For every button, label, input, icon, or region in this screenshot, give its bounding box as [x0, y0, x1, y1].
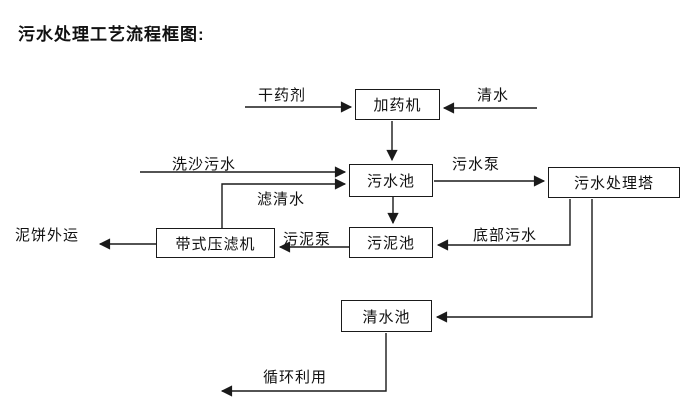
node-sewage-treat-tower: 污水处理塔	[548, 167, 680, 198]
edge-filtered-water-arrow	[221, 178, 347, 228]
node-clean-water-pool: 清水池	[341, 300, 432, 332]
label-sewage-pump: 污水泵	[452, 156, 501, 173]
node-dosing-machine: 加药机	[355, 89, 440, 120]
label-clean-water-in: 清水	[477, 87, 510, 104]
label-mud-cake-out: 泥饼外运	[15, 227, 80, 244]
node-sewage-pool: 污水池	[349, 164, 433, 197]
edge-recycle-arrow	[220, 333, 387, 397]
label-bottom-sewage: 底部污水	[473, 227, 538, 244]
label-dry-chemical: 干药剂	[258, 87, 307, 104]
label-filtered-water: 滤清水	[257, 191, 306, 208]
label-sludge-pump: 污泥泵	[283, 231, 332, 248]
node-sludge-pool: 污泥池	[349, 227, 433, 258]
edge-tower-to-cleanpool	[435, 199, 593, 323]
page-title: 污水处理工艺流程框图:	[18, 25, 205, 44]
edge-bottom-sewage-arrow	[436, 199, 571, 251]
node-belt-filter-press: 带式压滤机	[156, 228, 275, 258]
label-sand-wash-sewage: 洗沙污水	[172, 156, 237, 173]
label-recycle-use: 循环利用	[263, 369, 328, 386]
